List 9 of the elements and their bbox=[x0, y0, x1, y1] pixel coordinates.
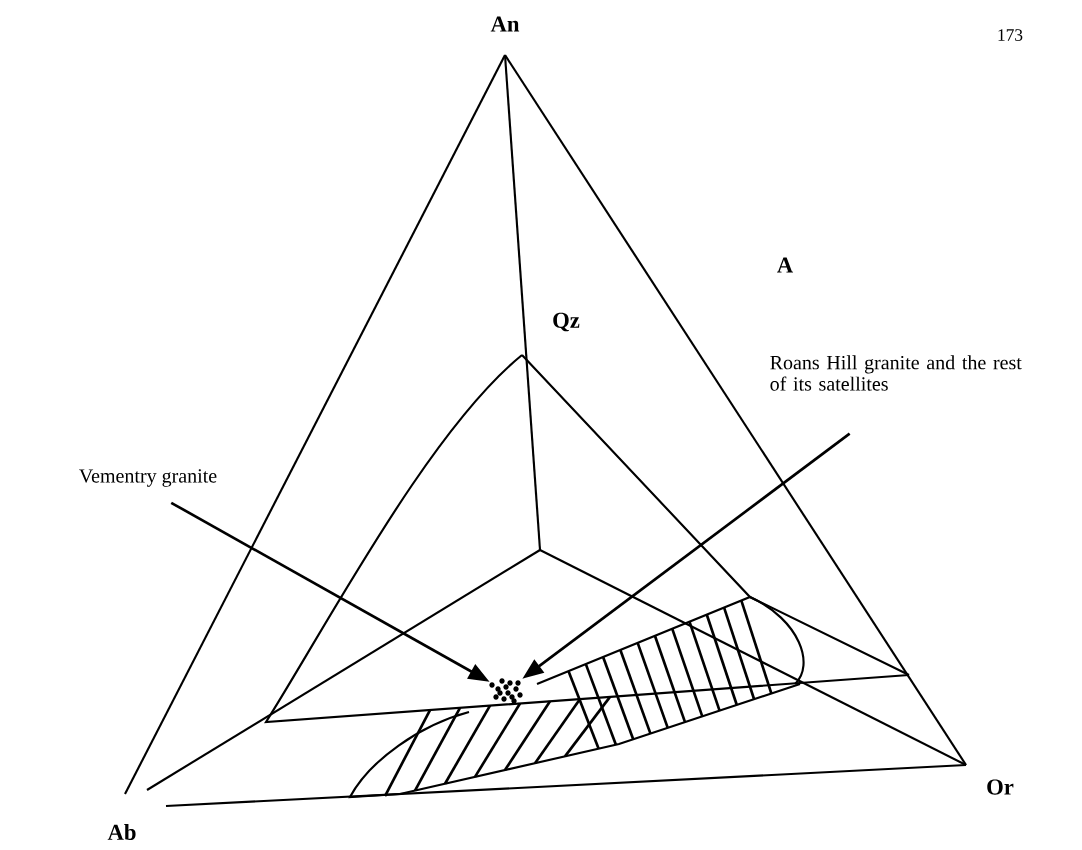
page-number: 173 bbox=[998, 29, 1023, 41]
axis-label: A bbox=[777, 257, 794, 273]
data-points-drawing bbox=[489, 678, 523, 704]
axis-label: Ab bbox=[107, 824, 136, 840]
axis-label: Or bbox=[987, 779, 1014, 795]
callout-text: Vementry granite bbox=[79, 469, 217, 487]
callout-text: Roans Hill granite and the rest of its satellites bbox=[770, 355, 1022, 391]
axis-label: Qz bbox=[553, 312, 580, 332]
axis-label: An bbox=[490, 16, 520, 32]
